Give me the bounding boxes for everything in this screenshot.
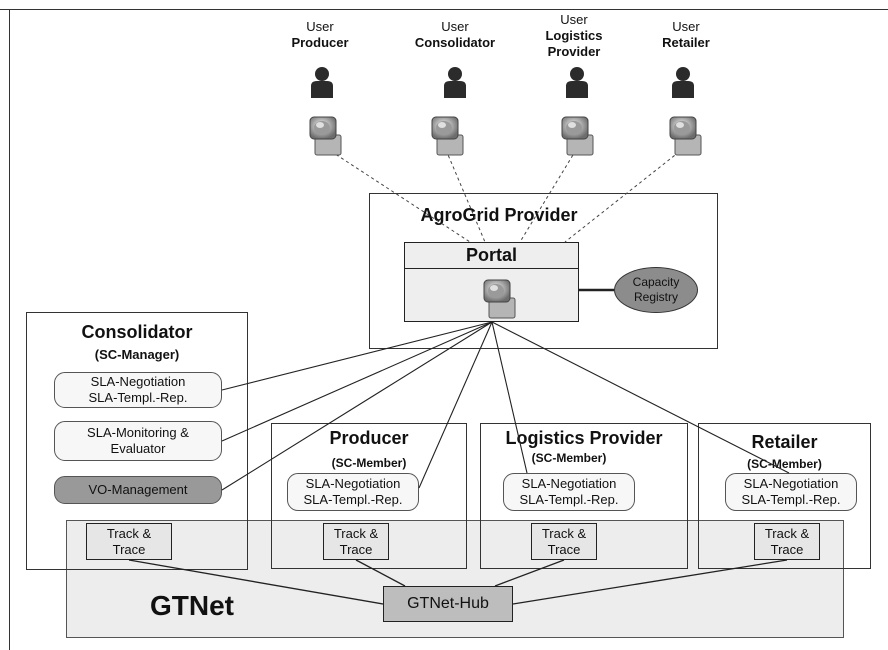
retailer-box bbox=[698, 423, 871, 569]
vo-management-box[interactable]: VO-Management bbox=[54, 476, 222, 504]
logistics-provider-role: (SC-Member) bbox=[531, 451, 607, 465]
user-producer-label: User Producer bbox=[280, 19, 360, 51]
user-label: User bbox=[560, 12, 588, 27]
user-retailer-label: User Retailer bbox=[650, 19, 722, 51]
track-trace-producer[interactable]: Track & Trace bbox=[323, 523, 389, 560]
user-role-label: Consolidator bbox=[414, 35, 496, 50]
agrogrid-provider-title: AgroGrid Provider bbox=[420, 205, 578, 225]
sla-templ-rep-label: SLA-Templ.-Rep. bbox=[88, 390, 188, 405]
user-label: User bbox=[306, 19, 334, 34]
track-trace-label: Trace bbox=[770, 541, 804, 557]
logistics-provider-box bbox=[480, 423, 688, 569]
capacity-registry-label: Capacity Registry bbox=[632, 275, 680, 304]
consolidator-role: (SC-Manager) bbox=[94, 347, 180, 362]
user-role-label: Logistics Provider bbox=[545, 28, 603, 59]
sla-negotiation-label: SLA-Negotiation bbox=[743, 476, 839, 491]
portal-title: Portal bbox=[465, 245, 517, 265]
user-portal-connectors bbox=[325, 147, 685, 243]
user-icon bbox=[311, 67, 333, 98]
gtnet-connectors bbox=[128, 559, 788, 605]
computer-icon bbox=[561, 116, 594, 156]
sla-templ-rep-label: SLA-Templ.-Rep. bbox=[519, 492, 619, 507]
frame-top-rule bbox=[0, 9, 888, 10]
sla-negotiation-label: SLA-Negotiation bbox=[305, 476, 401, 491]
sla-negotiation-label: SLA-Negotiation bbox=[521, 476, 617, 491]
consolidator-title: Consolidator bbox=[81, 322, 193, 342]
track-trace-logistics[interactable]: Track & Trace bbox=[531, 523, 597, 560]
consolidator-box bbox=[26, 312, 248, 570]
computer-icon bbox=[669, 116, 702, 156]
retailer-role: (SC-Member) bbox=[747, 457, 822, 471]
gtnet-hub-box[interactable]: GTNet-Hub bbox=[383, 586, 513, 622]
evaluator-label: Evaluator bbox=[110, 441, 166, 456]
consolidator-sla-negotiation-box[interactable]: SLA-Negotiation SLA-Templ.-Rep. bbox=[54, 372, 222, 408]
capacity-registry-node[interactable]: Capacity Registry bbox=[614, 267, 698, 313]
track-trace-label: Track & bbox=[541, 525, 587, 541]
user-logistics-provider-label: User Logistics Provider bbox=[534, 12, 614, 60]
retailer-sla-box[interactable]: SLA-Negotiation SLA-Templ.-Rep. bbox=[725, 473, 857, 511]
track-trace-consolidator[interactable]: Track & Trace bbox=[86, 523, 172, 560]
track-trace-label: Track & bbox=[764, 525, 810, 541]
track-trace-label: Track & bbox=[106, 525, 152, 541]
user-label: User bbox=[672, 19, 700, 34]
computer-icon bbox=[309, 116, 342, 156]
portal-header-rule bbox=[404, 268, 579, 269]
frame-left-rule bbox=[9, 9, 10, 650]
portal-computer-icon bbox=[483, 279, 516, 319]
producer-sla-box[interactable]: SLA-Negotiation SLA-Templ.-Rep. bbox=[287, 473, 419, 511]
gtnet-title: GTNet bbox=[150, 590, 234, 621]
track-trace-label: Trace bbox=[112, 541, 146, 557]
user-role-label: Retailer bbox=[662, 35, 710, 50]
track-trace-retailer[interactable]: Track & Trace bbox=[754, 523, 820, 560]
logistics-provider-sla-box[interactable]: SLA-Negotiation SLA-Templ.-Rep. bbox=[503, 473, 635, 511]
sla-negotiation-label: SLA-Negotiation bbox=[90, 374, 186, 389]
user-icon bbox=[672, 67, 694, 98]
user-role-label: Producer bbox=[291, 35, 349, 50]
sla-monitoring-label: SLA-Monitoring & bbox=[87, 425, 189, 440]
user-consolidator-label: User Consolidator bbox=[405, 19, 505, 51]
computer-icon bbox=[431, 116, 464, 156]
producer-box bbox=[271, 423, 467, 569]
user-icon bbox=[444, 67, 466, 98]
track-trace-label: Trace bbox=[339, 541, 373, 557]
retailer-title: Retailer bbox=[751, 432, 818, 452]
portal-connectors bbox=[221, 288, 790, 491]
producer-role: (SC-Member) bbox=[331, 456, 407, 470]
producer-title: Producer bbox=[329, 428, 409, 448]
sla-templ-rep-label: SLA-Templ.-Rep. bbox=[303, 492, 403, 507]
sla-templ-rep-label: SLA-Templ.-Rep. bbox=[741, 492, 841, 507]
gtnet-hub-label: GTNet-Hub bbox=[407, 595, 489, 612]
vo-management-label: VO-Management bbox=[88, 482, 188, 497]
track-trace-label: Trace bbox=[547, 541, 581, 557]
user-icon bbox=[566, 67, 588, 98]
user-label: User bbox=[441, 19, 469, 34]
logistics-provider-title: Logistics Provider bbox=[505, 428, 663, 448]
sla-monitoring-box[interactable]: SLA-Monitoring & Evaluator bbox=[54, 421, 222, 461]
track-trace-label: Track & bbox=[333, 525, 379, 541]
